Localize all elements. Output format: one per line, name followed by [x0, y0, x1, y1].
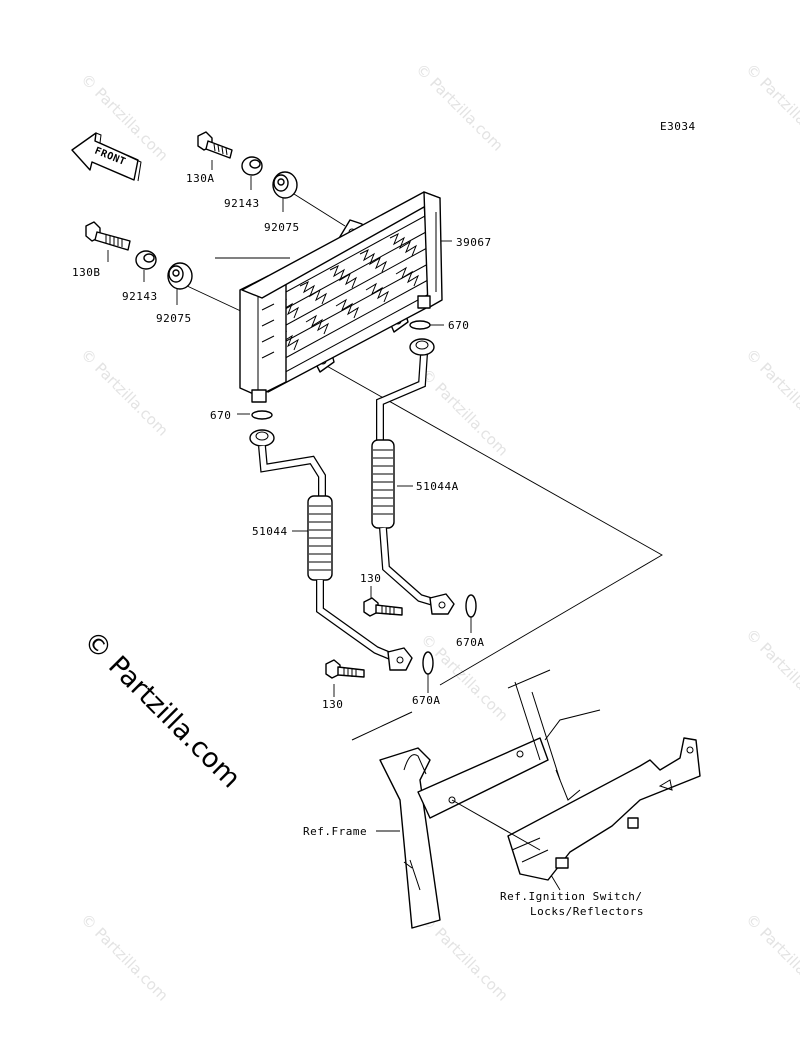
- label-92143-lower: 92143: [122, 290, 158, 303]
- label-ref-frame: Ref.Frame: [303, 825, 367, 838]
- label-130a: 130A: [186, 172, 215, 185]
- hose-51044: [249, 429, 413, 671]
- label-51044: 51044: [252, 525, 288, 538]
- front-arrow-icon: FRONT: [71, 132, 142, 182]
- leader-lines: [107, 160, 663, 891]
- label-39067: 39067: [456, 236, 492, 249]
- label-ref-ignition-line1: Ref.Ignition Switch/: [500, 890, 642, 903]
- bracket-reference: [451, 737, 701, 881]
- label-51044a: 51044A: [416, 480, 459, 493]
- label-670-left: 670: [210, 409, 231, 422]
- bolt-130-upper: [363, 597, 403, 617]
- grommet-92075-lower: [167, 262, 193, 290]
- collar-92143-upper: [241, 156, 263, 176]
- o-ring-670-left: [251, 410, 273, 420]
- label-670-right: 670: [448, 319, 469, 332]
- collar-92143-lower: [135, 250, 157, 270]
- o-ring-670a-upper: [465, 594, 477, 618]
- bolt-130b: [85, 221, 131, 251]
- label-130-upper: 130: [360, 572, 381, 585]
- frame-reference: [351, 669, 601, 929]
- o-ring-670a-lower: [422, 651, 434, 675]
- label-92143-upper: 92143: [224, 197, 260, 210]
- oil-cooler-39067: [239, 191, 443, 403]
- bolt-130a: [197, 131, 233, 159]
- label-ref-ignition-line2: Locks/Reflectors: [530, 905, 644, 918]
- label-670a-upper: 670A: [456, 636, 485, 649]
- diagram-code: E3034: [660, 120, 696, 133]
- label-92075-lower: 92075: [156, 312, 192, 325]
- grommet-92075-upper: [272, 171, 298, 199]
- label-130-lower: 130: [322, 698, 343, 711]
- bolt-130-lower: [325, 659, 365, 679]
- label-92075-upper: 92075: [264, 221, 300, 234]
- hose-51044a: [371, 338, 455, 615]
- label-670a-lower: 670A: [412, 694, 441, 707]
- part-labels: 130A 92143 92075 39067 130B 92143 92075 …: [72, 172, 644, 918]
- label-130b: 130B: [72, 266, 101, 279]
- o-ring-670-right: [409, 320, 431, 330]
